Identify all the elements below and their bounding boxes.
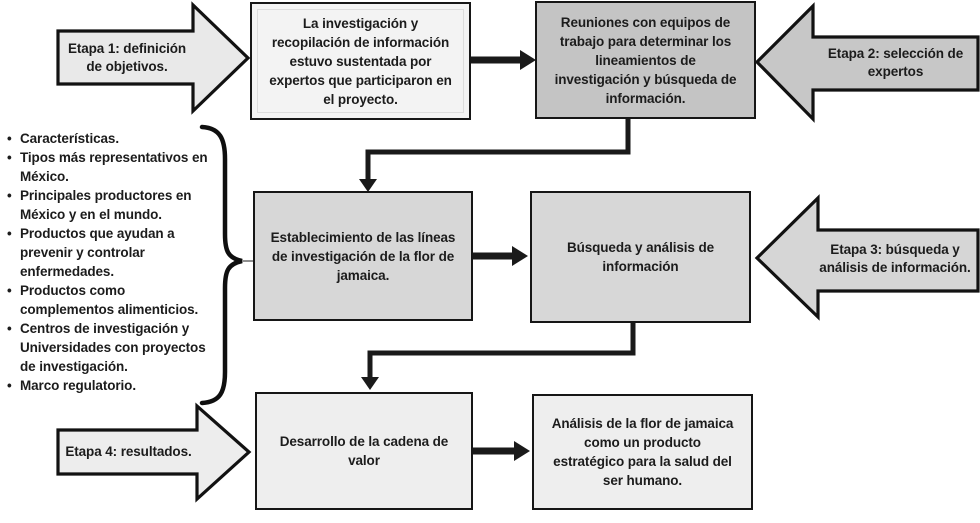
process-box-text: Análisis de la flor de jamaica como un p… bbox=[551, 416, 734, 488]
list-item: • Productos que ayudan a prevenir y cont… bbox=[6, 224, 220, 281]
bullet-icon: • bbox=[7, 131, 12, 146]
process-box-research-lines: Establecimiento de las líneas de investi… bbox=[253, 191, 473, 321]
bullet-icon: • bbox=[7, 321, 12, 336]
arrowhead-box4-to-box5-icon bbox=[361, 377, 379, 390]
bullet-icon: • bbox=[7, 378, 12, 393]
stage1-block-arrow-right-icon bbox=[56, 1, 251, 115]
elbow-connector-box4-to-box5 bbox=[367, 322, 636, 378]
elbow-connector-box2-to-box3 bbox=[365, 119, 631, 180]
stage2-block-arrow-left-icon bbox=[754, 2, 980, 123]
arrowhead-box1-to-box2-icon bbox=[520, 50, 536, 70]
process-box-text: Establecimiento de las líneas de investi… bbox=[270, 229, 456, 283]
list-item: • Tipos más representativos en México. bbox=[6, 148, 220, 186]
bullet-icon: • bbox=[7, 283, 12, 298]
list-item: • Características. bbox=[6, 129, 220, 148]
process-box-value-chain: Desarrollo de la cadena de valor bbox=[255, 392, 473, 510]
process-box-team-meetings: Reuniones con equipos de trabajo para de… bbox=[535, 1, 756, 119]
process-box-text: La investigación y recopilación de infor… bbox=[269, 15, 452, 107]
list-item-label: Centros de investigación y Universidades… bbox=[20, 321, 206, 374]
list-item-label: Tipos más representativos en México. bbox=[20, 150, 208, 184]
process-box-text: Reuniones con equipos de trabajo para de… bbox=[554, 14, 737, 106]
list-item: • Principales productores en México y en… bbox=[6, 186, 220, 224]
research-topics-list: • Características. • Tipos más represent… bbox=[6, 129, 220, 395]
list-item-label: Marco regulatorio. bbox=[20, 378, 136, 393]
stage3-block-arrow-left-icon bbox=[754, 194, 980, 321]
list-item-label: Productos como complementos alimenticios… bbox=[20, 283, 199, 317]
arrowhead-box3-to-box4-icon bbox=[512, 246, 528, 266]
process-box-information-analysis: Búsqueda y análisis de información bbox=[530, 191, 751, 323]
arrowhead-box5-to-box6-icon bbox=[514, 441, 530, 461]
list-item-label: Productos que ayudan a prevenir y contro… bbox=[20, 226, 175, 279]
list-item: • Productos como complementos alimentici… bbox=[6, 281, 220, 319]
process-box-strategic-product: Análisis de la flor de jamaica como un p… bbox=[532, 394, 753, 510]
list-item: • Marco regulatorio. bbox=[6, 376, 220, 395]
list-item-label: Características. bbox=[20, 131, 119, 146]
bullet-icon: • bbox=[7, 150, 12, 165]
list-item: • Centros de investigación y Universidad… bbox=[6, 319, 220, 376]
stage4-block-arrow-right-icon bbox=[56, 402, 252, 503]
process-box-text: Búsqueda y análisis de información bbox=[566, 240, 715, 274]
arrowhead-box2-to-box3-icon bbox=[359, 179, 377, 192]
process-box-investigation-support: La investigación y recopilación de infor… bbox=[250, 2, 471, 120]
bullet-icon: • bbox=[7, 188, 12, 203]
process-box-text: Desarrollo de la cadena de valor bbox=[279, 434, 449, 468]
list-item-label: Principales productores en México y en e… bbox=[20, 188, 192, 222]
bullet-icon: • bbox=[7, 226, 12, 241]
